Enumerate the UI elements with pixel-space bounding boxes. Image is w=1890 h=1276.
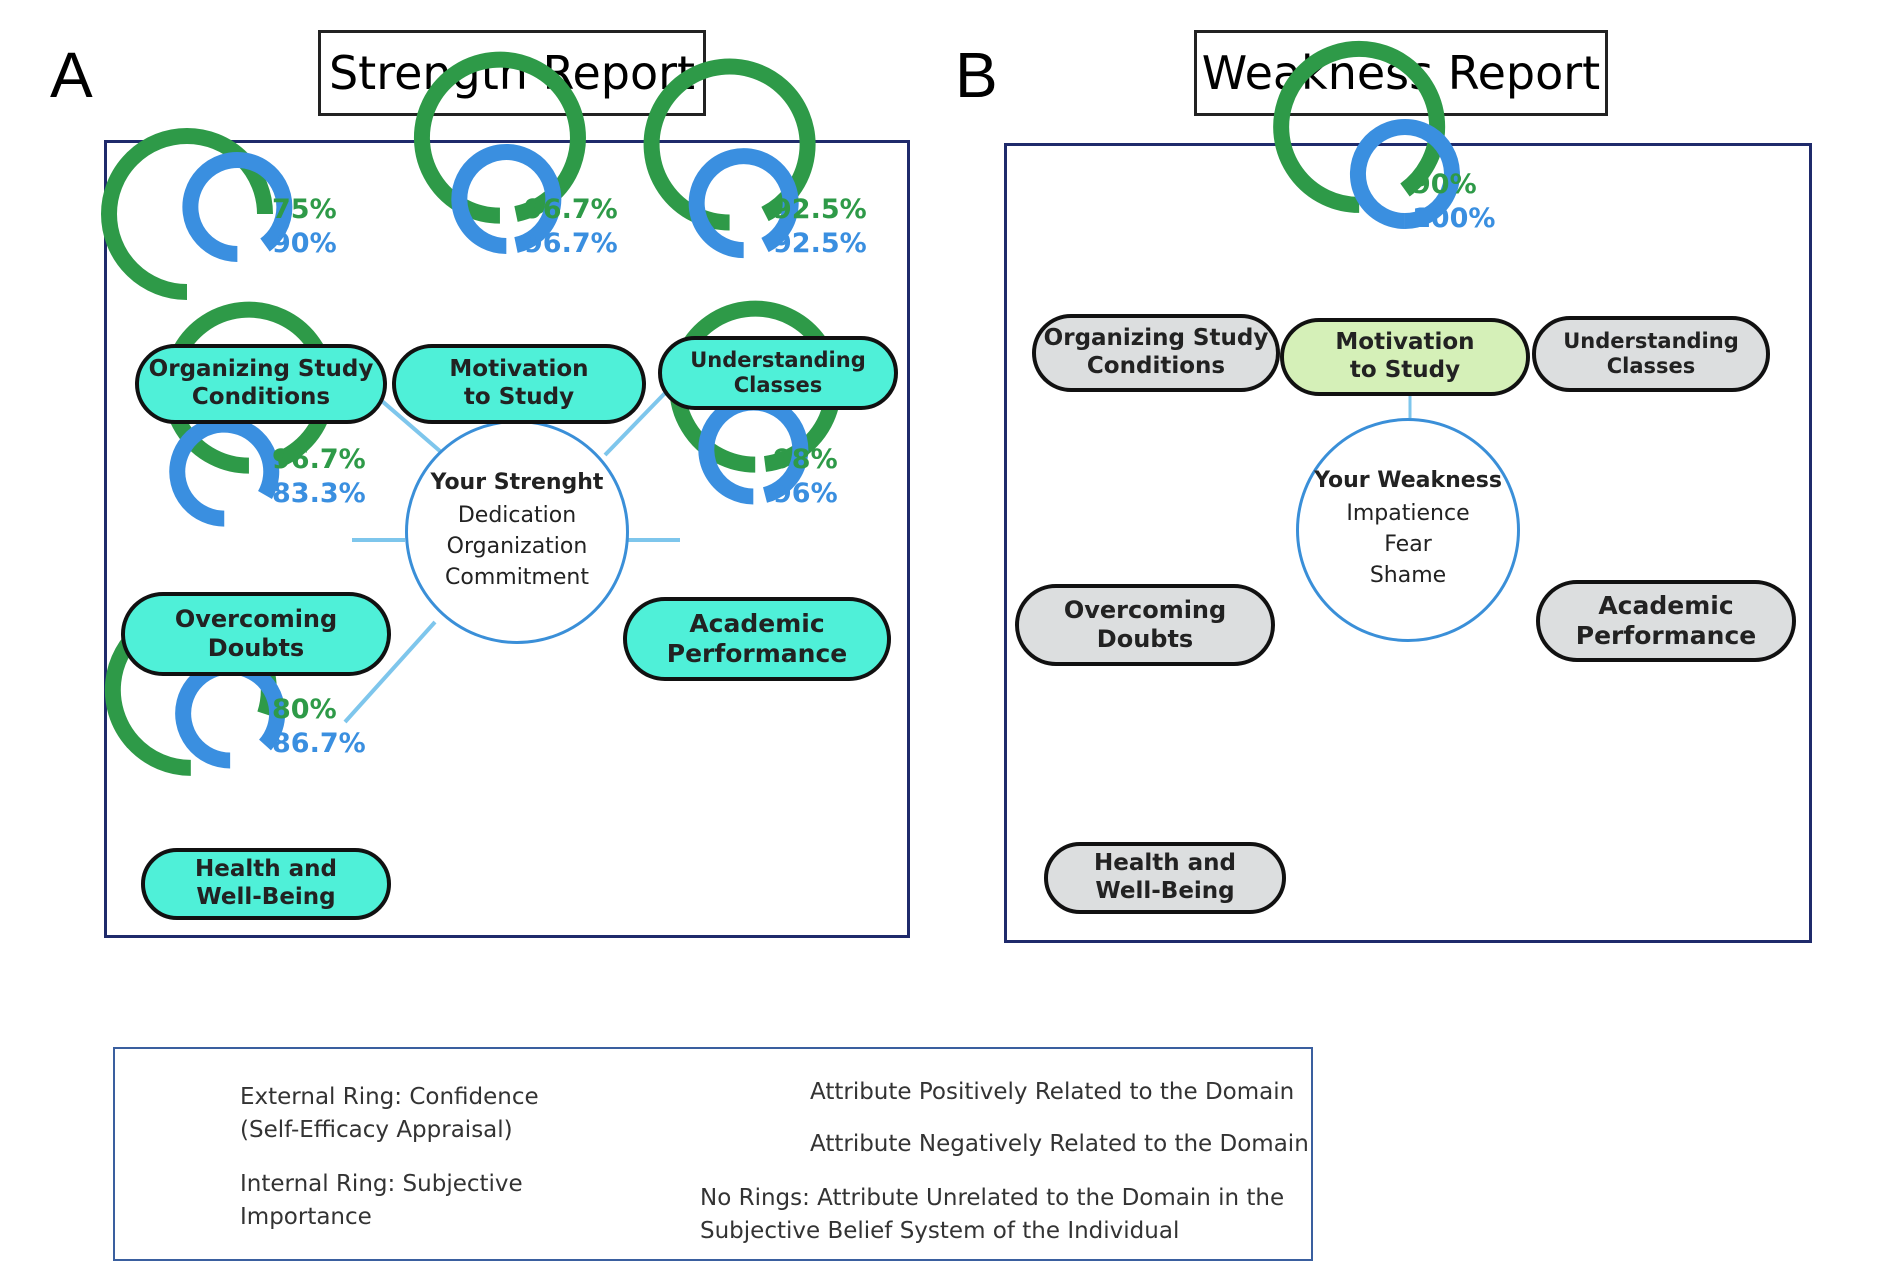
pill-label: Academic <box>1598 591 1734 620</box>
pill-label: Health and <box>195 856 337 883</box>
strength-center-title: Your Strenght <box>430 470 604 496</box>
pct-academic-importance: 96% <box>773 478 838 509</box>
pill-label: Organizing Study <box>148 356 374 383</box>
pct-overcoming-confidence: 96.7% <box>272 444 366 475</box>
legend-line: External Ring: Confidence <box>240 1084 539 1110</box>
pill-label: Health and <box>1094 850 1236 877</box>
inner-ring-organizing <box>182 151 293 262</box>
legend-line: (Self-Efficacy Appraisal) <box>240 1117 513 1144</box>
inner-ring-motivation <box>451 144 562 255</box>
weakness-item: Shame <box>1369 562 1447 588</box>
weakness-report-title: Weakness Report <box>1194 30 1608 116</box>
pct-organizing-confidence: 75% <box>272 194 337 225</box>
pill-label: Performance <box>1575 621 1757 650</box>
outer-ring-understanding <box>643 58 816 231</box>
connector-organizing <box>373 393 450 460</box>
pill-label: Doubts <box>1096 625 1194 653</box>
pill-label: Doubts <box>207 634 305 662</box>
pct-health-confidence: 80% <box>272 694 337 725</box>
pill-label: Classes <box>1606 354 1696 378</box>
strength-center-circle: Your Strenght Dedication Organization Co… <box>405 420 629 644</box>
inner-ring-health <box>175 658 286 769</box>
legend-internal-ring-text: Internal Ring: Subjective Importance <box>240 1168 523 1235</box>
pct-overcoming-importance: 83.3% <box>272 478 366 509</box>
pill-label: Organizing Study <box>1043 325 1269 352</box>
weakness-item: Impatience <box>1346 501 1470 527</box>
legend-positive-text: Attribute Positively Related to the Doma… <box>810 1079 1295 1105</box>
legend-line: Internal Ring: Subjective <box>240 1171 523 1197</box>
pill-label: Conditions <box>191 384 331 410</box>
legend-no-rings-text: No Rings: Attribute Unrelated to the Dom… <box>700 1182 1284 1249</box>
weakness-center-title: Your Weakness <box>1314 468 1502 494</box>
pct-understanding-confidence: 92.5% <box>773 194 867 225</box>
strength-panel <box>104 140 910 938</box>
outer-ring-motivation <box>413 51 586 224</box>
strength-item: Dedication <box>457 503 577 529</box>
pct-academic-confidence: 98% <box>773 444 838 475</box>
inner-ring-motivation-b <box>1349 119 1460 229</box>
outer-ring-academic <box>669 300 842 473</box>
weakness-item: Fear <box>1384 532 1432 558</box>
pill-label: Overcoming <box>174 605 338 634</box>
pill-label: Well-Being <box>196 884 336 910</box>
legend-external-ring-text: External Ring: Confidence (Self-Efficacy… <box>240 1081 539 1148</box>
pct-motivation-b-importance: 100% <box>1412 203 1496 234</box>
legend-line: Subjective Belief System of the Individu… <box>700 1218 1180 1245</box>
legend-negative-text: Attribute Negatively Related to the Doma… <box>810 1131 1309 1157</box>
pill-label: Motivation <box>449 356 589 383</box>
pill-label: Well-Being <box>1095 878 1235 904</box>
pill-label: to Study <box>1349 357 1461 383</box>
inner-ring-understanding <box>688 148 799 259</box>
pct-motivation-b-confidence: 90% <box>1412 169 1477 200</box>
legend-box <box>113 1047 1313 1261</box>
inner-ring-overcoming <box>169 416 280 527</box>
panel-a-letter: A <box>50 39 93 111</box>
connector-health <box>343 620 437 724</box>
strength-item: Commitment <box>445 564 589 590</box>
panel-b-letter: B <box>955 39 998 111</box>
connector-understanding <box>603 388 670 457</box>
pill-label: Performance <box>666 639 848 668</box>
pill-label: Motivation <box>1335 329 1475 356</box>
pill-label: Academic <box>689 609 825 638</box>
pct-health-importance: 86.7% <box>272 728 366 759</box>
pill-label: to Study <box>463 384 575 410</box>
pill-label: Overcoming <box>1063 596 1227 625</box>
pct-motivation-confidence: 96.7% <box>524 194 618 225</box>
pill-label: Understanding <box>1563 328 1739 353</box>
strength-item: Organization <box>446 534 588 560</box>
legend-line: No Rings: Attribute Unrelated to the Dom… <box>700 1185 1285 1211</box>
pill-label: Classes <box>733 373 823 397</box>
pct-motivation-importance: 96.7% <box>524 228 618 259</box>
pct-understanding-importance: 92.5% <box>773 228 867 259</box>
weakness-center-circle: Your Weakness Impatience Fear Shame <box>1296 418 1520 642</box>
pct-organizing-importance: 90% <box>272 228 337 259</box>
legend-line: Importance <box>240 1204 372 1231</box>
pill-label: Understanding <box>690 347 866 372</box>
pill-label: Conditions <box>1086 353 1226 379</box>
